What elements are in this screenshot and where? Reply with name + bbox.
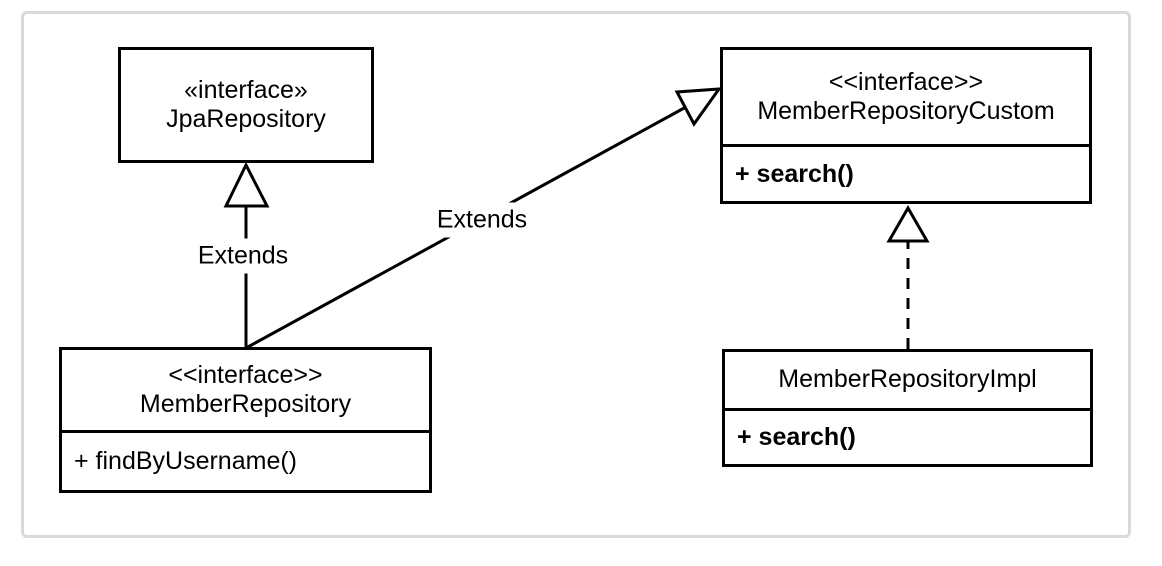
edge-label-extends: Extends bbox=[190, 238, 296, 274]
class-name: MemberRepositoryImpl bbox=[778, 365, 1037, 394]
hollow-triangle-arrowhead-icon bbox=[886, 204, 930, 243]
class-title: MemberRepositoryImpl bbox=[725, 352, 1090, 408]
class-method: + findByUsername() bbox=[62, 430, 429, 490]
hollow-triangle-arrowhead-icon bbox=[223, 161, 270, 208]
class-box-jpa-repository: «interface» JpaRepository bbox=[118, 47, 374, 163]
edge-impl-realizes-custom bbox=[886, 204, 930, 349]
class-title: <<interface>> MemberRepositoryCustom bbox=[723, 50, 1089, 144]
class-box-member-repository: <<interface>> MemberRepository + findByU… bbox=[59, 347, 432, 493]
edge-label-extends: Extends bbox=[429, 202, 535, 238]
hollow-triangle-arrowhead-icon bbox=[674, 87, 723, 127]
class-title: «interface» JpaRepository bbox=[121, 50, 371, 160]
class-method: + search() bbox=[723, 144, 1089, 201]
class-name: MemberRepository bbox=[139, 390, 352, 418]
class-stereotype: «interface» bbox=[184, 75, 308, 104]
class-name: JpaRepository bbox=[166, 105, 326, 133]
edge-member-extends-jpa bbox=[223, 161, 270, 348]
class-name: MemberRepositoryCustom bbox=[757, 97, 1055, 125]
class-stereotype: <<interface>> bbox=[828, 67, 984, 96]
class-method: + search() bbox=[725, 408, 1090, 464]
class-title: <<interface>> MemberRepository bbox=[62, 350, 429, 430]
class-box-member-repository-impl: MemberRepositoryImpl + search() bbox=[722, 349, 1093, 467]
class-box-member-repository-custom: <<interface>> MemberRepositoryCustom + s… bbox=[720, 47, 1092, 204]
class-stereotype: <<interface>> bbox=[168, 360, 323, 389]
